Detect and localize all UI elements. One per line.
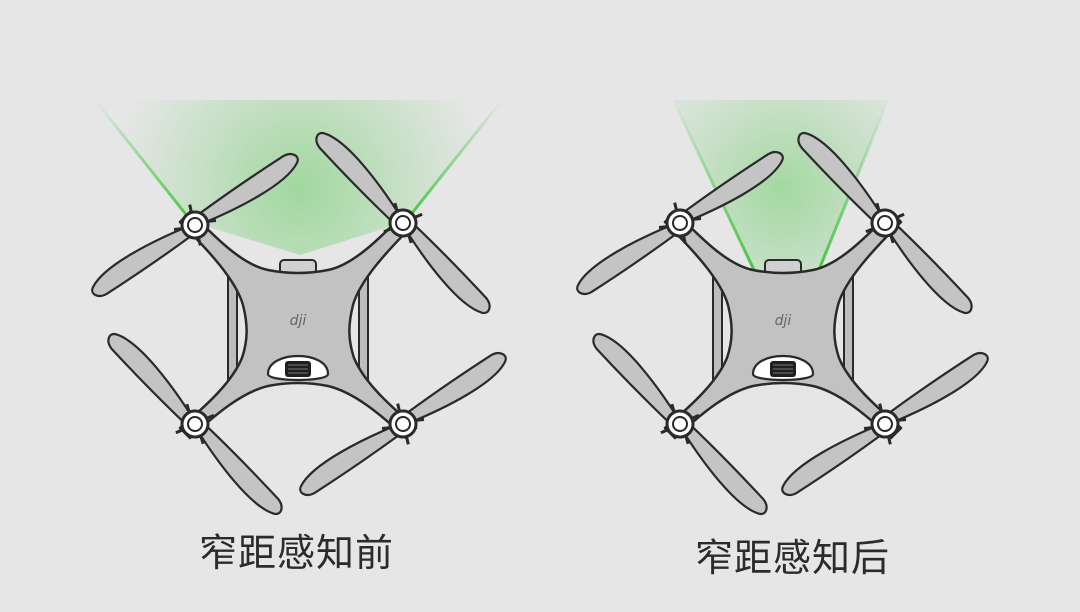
sensor-beam-icon bbox=[93, 99, 504, 255]
caption-before: 窄距感知前 bbox=[199, 531, 395, 575]
left-panel: dji bbox=[86, 99, 512, 521]
right-panel: dji bbox=[571, 99, 994, 521]
drone-icon: dji bbox=[86, 126, 512, 521]
dji-logo: dji bbox=[775, 313, 792, 329]
drone-icon: dji bbox=[571, 126, 994, 521]
caption-after: 窄距感知后 bbox=[695, 536, 891, 580]
dji-logo: dji bbox=[290, 313, 307, 329]
